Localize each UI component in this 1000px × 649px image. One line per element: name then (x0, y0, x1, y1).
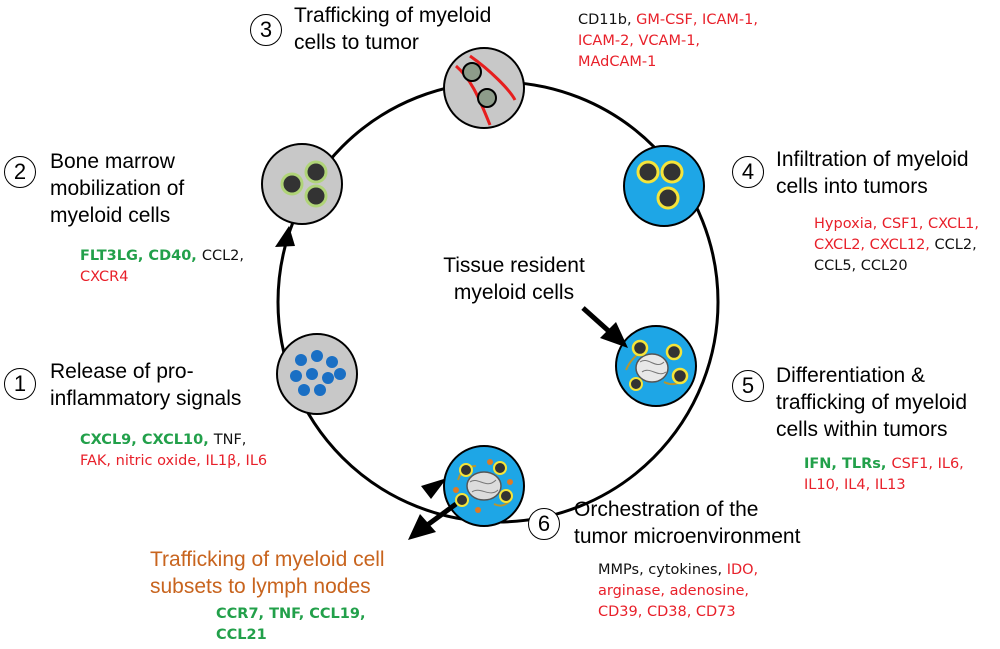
step-3-number: 3 (250, 14, 282, 46)
arrow-head-resident (600, 322, 628, 348)
gene-run: CD11b, (578, 12, 637, 28)
step-3-genes: CD11b, GM-CSF, ICAM-1, ICAM-2, VCAM-1, M… (578, 10, 758, 73)
gene-run: Hypoxia, CSF1, CXCL1, CXCL2, CXCL12, (814, 216, 979, 253)
step-6-title: Orchestration of the tumor microenvironm… (574, 498, 801, 548)
arrow-head-lymph (408, 514, 436, 540)
arrow-head-to-node-2 (275, 226, 295, 247)
step-1-title: Release of pro- inflammatory signals (50, 360, 242, 410)
lymph-node-title: Trafficking of myeloid cell subsets to l… (150, 548, 385, 598)
gene-run: FAK, nitric oxide, IL1β, IL6 (80, 453, 268, 469)
step-2-number: 2 (4, 156, 36, 188)
step-2-title: Bone marrow mobilization of myeloid cell… (50, 150, 185, 227)
node-release-signals (276, 333, 358, 415)
lymph-node-genes: CCR7, TNF, CCL19, CCL21 (216, 604, 366, 646)
gene-run: IDO, arginase, adenosine, CD39, CD38, CD… (598, 562, 759, 620)
gene-run: GM-CSF, ICAM-1, ICAM-2, VCAM-1, MAdCAM-1 (578, 12, 758, 70)
gene-run: CSF1, IL6, IL10, IL4, IL13 (804, 456, 964, 493)
step-1-number: 1 (4, 368, 36, 400)
step-4-genes: Hypoxia, CSF1, CXCL1, CXCL2, CXCL12, CCL… (814, 214, 994, 277)
gene-run: CXCL9, CXCL10, (80, 432, 214, 448)
node-infiltration (623, 145, 705, 227)
node-orchestration (443, 445, 525, 527)
step-6-number: 6 (528, 508, 560, 540)
arrow-resident-to-node-5 (581, 306, 614, 336)
step-6-genes: MMPs, cytokines, IDO, arginase, adenosin… (598, 560, 788, 623)
gene-run: CCL2, (201, 248, 245, 264)
step-2-genes: FLT3LG, CD40, CCL2, CXCR4 (80, 246, 260, 288)
step-4-title: Infiltration of myeloid cells into tumor… (776, 148, 969, 198)
step-4-number: 4 (732, 156, 764, 188)
step-5-genes: IFN, TLRs, CSF1, IL6, IL10, IL4, IL13 (804, 454, 984, 496)
arrow-head-to-node-1 (421, 478, 447, 499)
node-trafficking-vessel (443, 47, 525, 129)
node-differentiation (615, 325, 697, 407)
step-3-title: Trafficking of myeloid cells to tumor (294, 4, 492, 54)
gene-run: TNF, (213, 432, 247, 448)
gene-run: CXCR4 (80, 269, 129, 285)
step-5-number: 5 (732, 370, 764, 402)
arrow-to-lymph-nodes (424, 501, 458, 529)
gene-run: CCL2, CCL5, CCL20 (814, 237, 977, 274)
gene-run: FLT3LG, CD40, (80, 248, 202, 264)
node-bone-marrow (261, 143, 343, 225)
gene-run: CCR7, TNF, CCL19, CCL21 (216, 606, 366, 643)
gene-run: IFN, TLRs, (804, 456, 892, 472)
tissue-resident-label: Tissue resident myeloid cells (443, 254, 585, 304)
gene-run: MMPs, cytokines, (598, 562, 727, 578)
step-1-genes: CXCL9, CXCL10, TNF, FAK, nitric oxide, I… (80, 430, 270, 472)
step-5-title: Differentiation & trafficking of myeloid… (776, 364, 968, 441)
